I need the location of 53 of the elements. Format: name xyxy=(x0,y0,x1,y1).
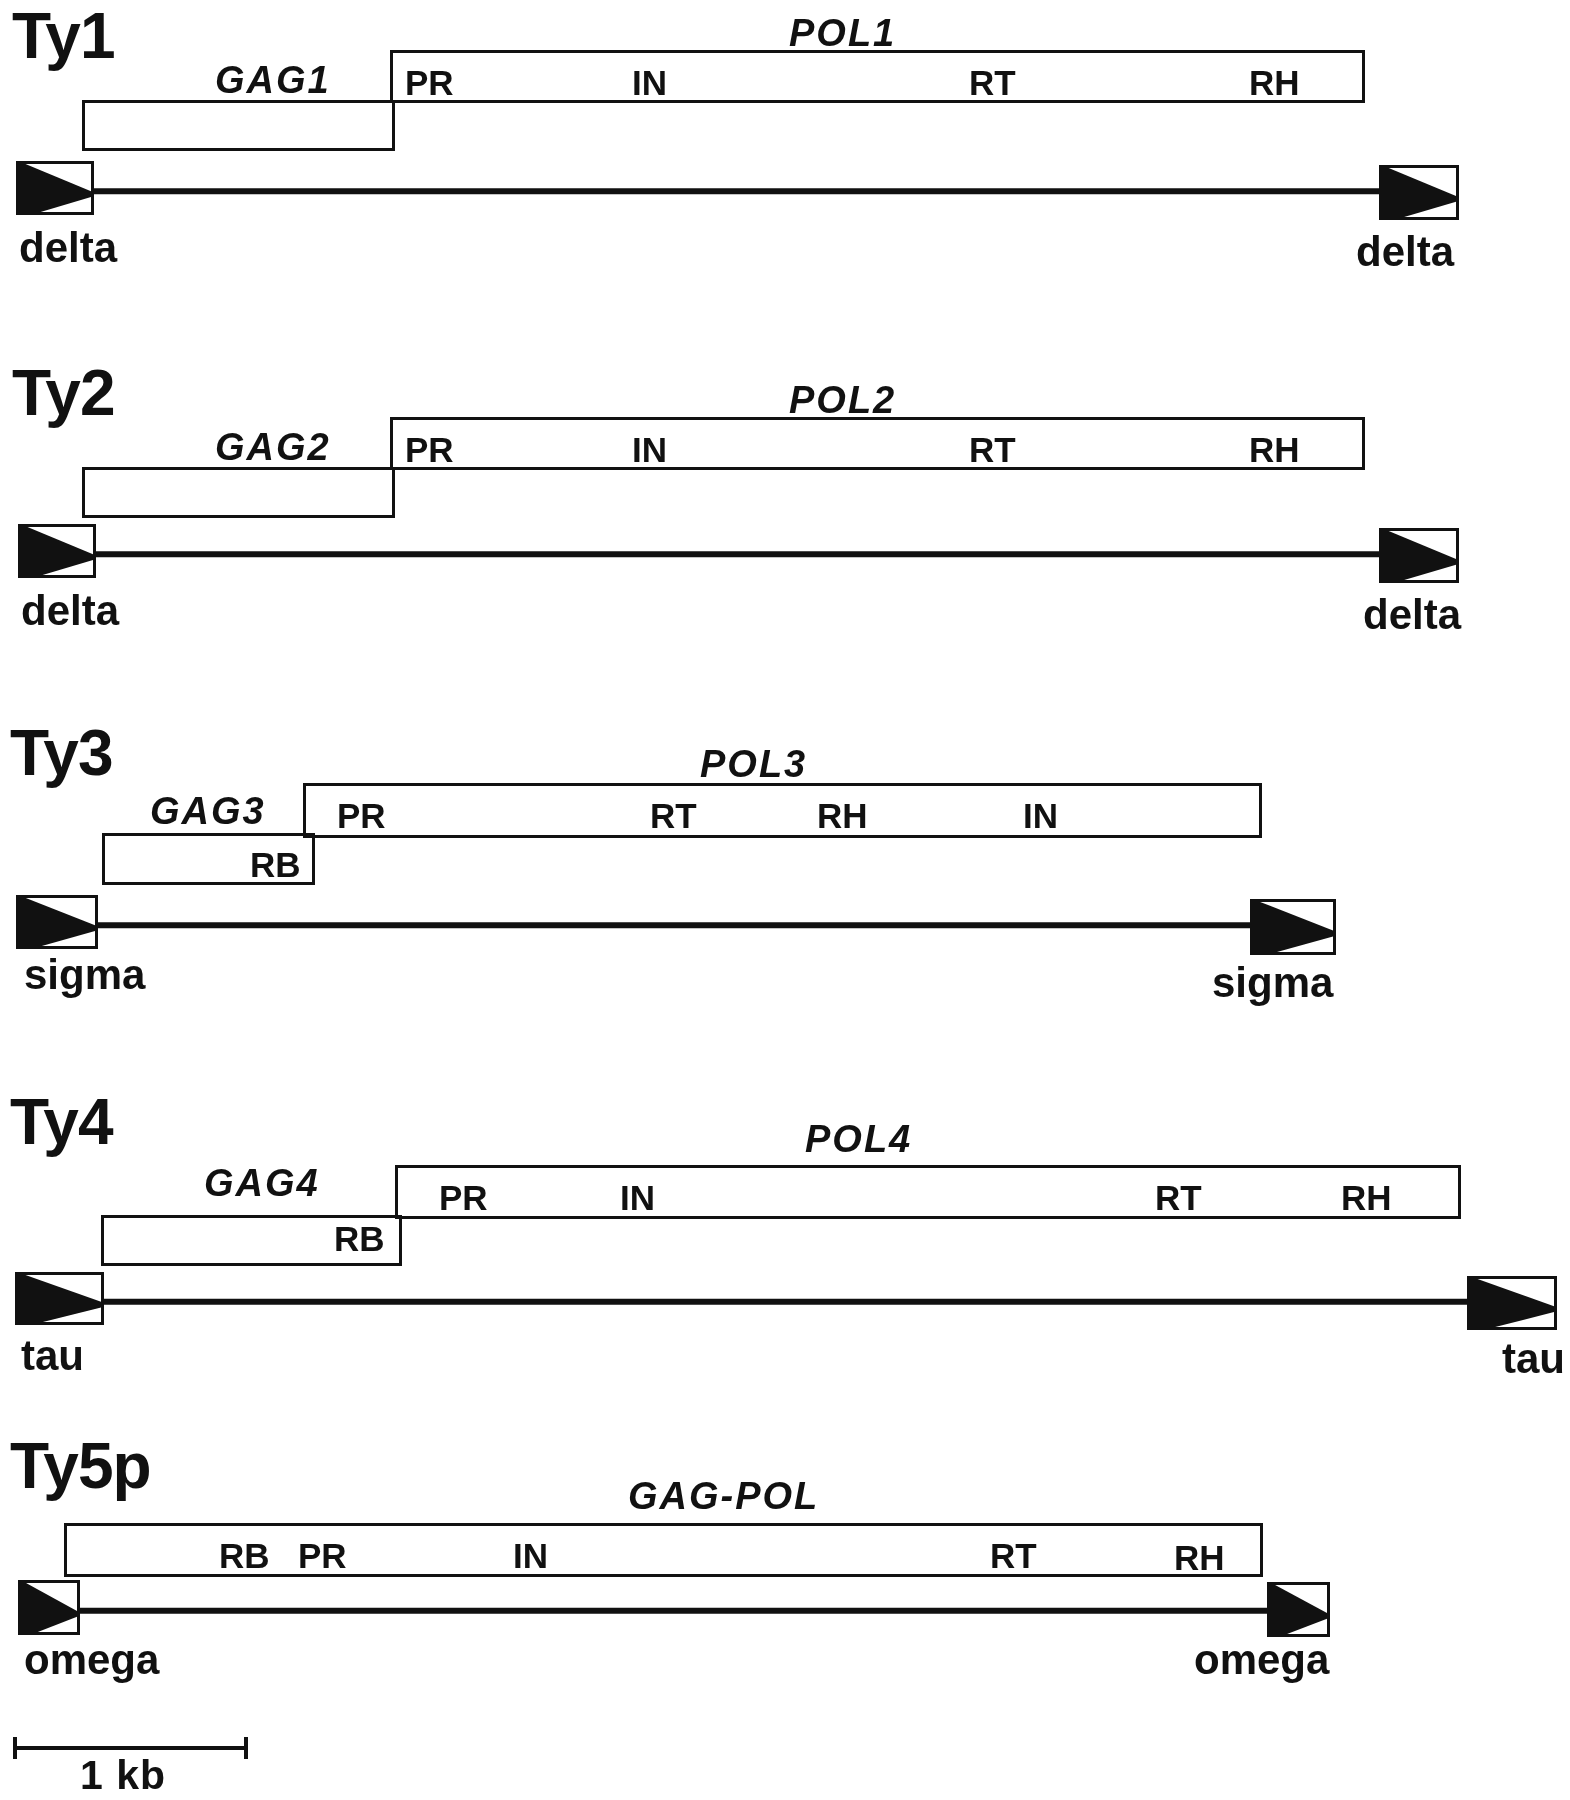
element-title: Ty3 xyxy=(10,718,113,789)
connector-line xyxy=(80,1607,1267,1614)
domain-label: RT xyxy=(990,1540,1037,1572)
connector-line xyxy=(96,551,1379,558)
domain-label: RH xyxy=(1249,67,1300,99)
ltr-label: omega xyxy=(1194,1637,1330,1684)
scale-label: 1 kb xyxy=(80,1753,167,1799)
gene-label: GAG1 xyxy=(215,62,331,97)
ltr-label: tau xyxy=(21,1333,84,1380)
ltr-label: sigma xyxy=(1212,960,1334,1007)
gene-label: POL3 xyxy=(700,747,808,782)
domain-label: PR xyxy=(298,1540,347,1572)
connector-line xyxy=(98,922,1250,929)
connector-line xyxy=(104,1298,1467,1305)
domain-label: RT xyxy=(969,434,1016,466)
ltr-label: sigma xyxy=(24,952,146,999)
ltr-label: omega xyxy=(24,1637,160,1684)
domain-label: RB xyxy=(250,849,301,881)
gene-label: POL4 xyxy=(805,1122,913,1157)
gene-label: GAG-POL xyxy=(628,1479,820,1514)
gene-label: POL1 xyxy=(789,15,897,50)
domain-label: RB xyxy=(334,1223,385,1255)
domain-label: RH xyxy=(1341,1182,1392,1214)
domain-label: PR xyxy=(337,800,386,832)
domain-label: RH xyxy=(1174,1542,1225,1574)
ltr-label: delta xyxy=(19,225,118,272)
domain-label: IN xyxy=(1023,800,1058,832)
gene-label: GAG3 xyxy=(150,794,266,829)
element-title: Ty2 xyxy=(12,358,115,429)
domain-label: RT xyxy=(969,67,1016,99)
ltr-label: delta xyxy=(1356,229,1455,276)
element-title: Ty5p xyxy=(10,1431,151,1502)
gene-label: GAG2 xyxy=(215,429,331,464)
domain-label: RB xyxy=(219,1540,270,1572)
gene-label: GAG4 xyxy=(204,1166,320,1201)
ltr-label: delta xyxy=(1363,592,1462,639)
domain-label: PR xyxy=(405,434,454,466)
domain-label: PR xyxy=(439,1182,488,1214)
gene-label: POL2 xyxy=(789,382,897,417)
domain-label: RH xyxy=(1249,434,1300,466)
domain-label: PR xyxy=(405,67,454,99)
domain-label: IN xyxy=(513,1540,548,1572)
domain-label: RH xyxy=(817,800,868,832)
ltr-label: tau xyxy=(1502,1336,1565,1383)
domain-label: RT xyxy=(1155,1182,1202,1214)
connector-line xyxy=(94,188,1379,195)
domain-label: IN xyxy=(632,434,667,466)
domain-label: RT xyxy=(650,800,697,832)
domain-label: IN xyxy=(632,67,667,99)
element-title: Ty1 xyxy=(12,1,115,72)
domain-label: IN xyxy=(620,1182,655,1214)
element-title: Ty4 xyxy=(10,1087,113,1158)
ltr-label: delta xyxy=(21,588,120,635)
